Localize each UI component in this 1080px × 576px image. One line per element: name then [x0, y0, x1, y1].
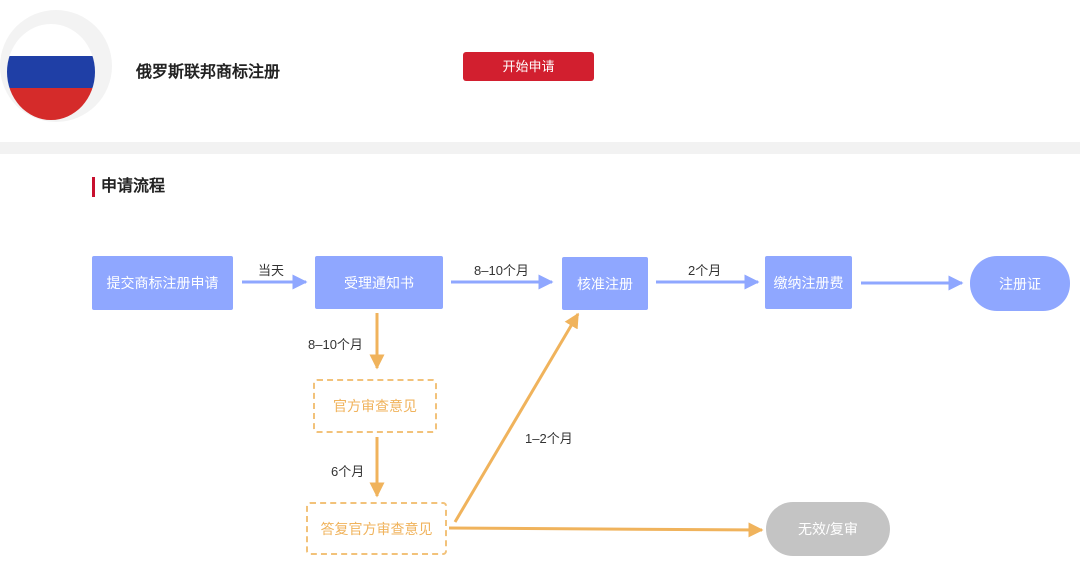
start-application-button[interactable]: 开始申请: [463, 52, 594, 81]
arrow-reply-invalid: [448, 522, 764, 538]
label-approve-to-pay: 2个月: [688, 263, 722, 278]
arrow-reply-approve: [453, 312, 580, 523]
node-invalid-review: 无效/复审: [766, 502, 890, 556]
node-acceptance-notice: 受理通知书: [315, 256, 443, 309]
label-notice-to-approve: 8–10个月: [474, 263, 529, 278]
section-divider: [0, 142, 1080, 154]
label-exam-to-reply: 6个月: [331, 464, 365, 479]
label-notice-to-exam: 8–10个月: [308, 337, 363, 352]
label-reply-to-approve: 1–2个月: [525, 431, 573, 446]
node-registration-certificate: 注册证: [970, 256, 1070, 311]
flag-stripe-blue: [7, 56, 95, 88]
node-submit-application: 提交商标注册申请: [92, 256, 233, 310]
page-title: 俄罗斯联邦商标注册: [136, 64, 281, 81]
node-reply-examination-opinion: 答复官方审查意见: [306, 502, 447, 555]
header: 俄罗斯联邦商标注册 开始申请: [0, 0, 1080, 142]
node-official-examination-opinion: 官方审查意见: [313, 379, 437, 433]
node-approved-registration: 核准注册: [562, 257, 648, 310]
russia-flag-icon: [0, 10, 112, 122]
node-pay-registration-fee: 缴纳注册费: [765, 256, 852, 309]
label-same-day: 当天: [258, 263, 285, 278]
section-title: 申请流程: [92, 177, 165, 197]
